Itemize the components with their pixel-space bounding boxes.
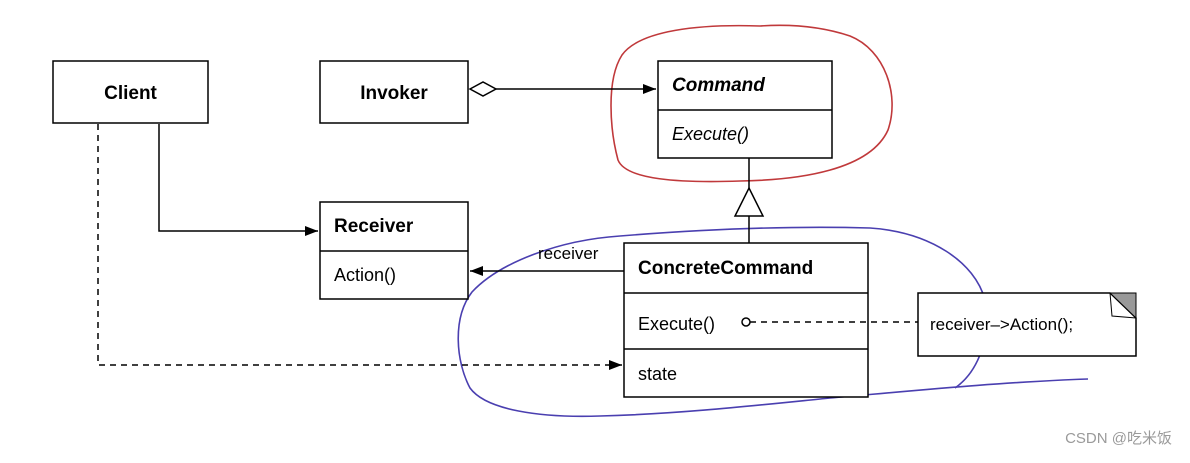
concrete-command-class[interactable]: ConcreteCommand Execute() state [623, 242, 869, 398]
command-class[interactable]: Command Execute() [657, 60, 833, 159]
watermark: CSDN @吃米饭 [1065, 430, 1172, 447]
command-class-name: Command [672, 75, 765, 96]
aggregation-diamond-icon [468, 81, 498, 97]
client-receiver-association [158, 124, 318, 236]
command-execute-operation: Execute() [672, 124, 749, 144]
receiver-action-operation: Action() [334, 265, 396, 285]
blue-highlight-loop [457, 235, 1089, 418]
invoker-command-aggregation [468, 81, 656, 97]
implementation-note: receiver–>Action(); [917, 292, 1137, 357]
client-concrete-command-dependency [97, 124, 622, 370]
concrete-command-generalization [733, 158, 765, 243]
note-text: receiver–>Action(); [930, 315, 1073, 334]
invoker-class[interactable]: Invoker [319, 60, 469, 124]
receiver-class-name: Receiver [334, 216, 414, 237]
invoker-class-name: Invoker [360, 83, 428, 104]
client-class[interactable]: Client [52, 60, 209, 124]
red-highlight-circle [610, 24, 893, 183]
concrete-command-receiver-association: receiver [470, 244, 624, 276]
receiver-role-label: receiver [538, 244, 599, 263]
execute-note-connector [741, 317, 918, 327]
concrete-command-state-attribute: state [638, 364, 677, 384]
note-anchor-circle-icon [741, 317, 751, 327]
concrete-command-execute-operation: Execute() [638, 314, 715, 334]
receiver-class[interactable]: Receiver Action() [319, 201, 469, 300]
note-folded-corner-icon [1108, 292, 1137, 320]
concrete-command-class-name: ConcreteCommand [638, 258, 813, 279]
client-class-name: Client [104, 83, 157, 104]
inheritance-triangle-icon [733, 186, 765, 217]
